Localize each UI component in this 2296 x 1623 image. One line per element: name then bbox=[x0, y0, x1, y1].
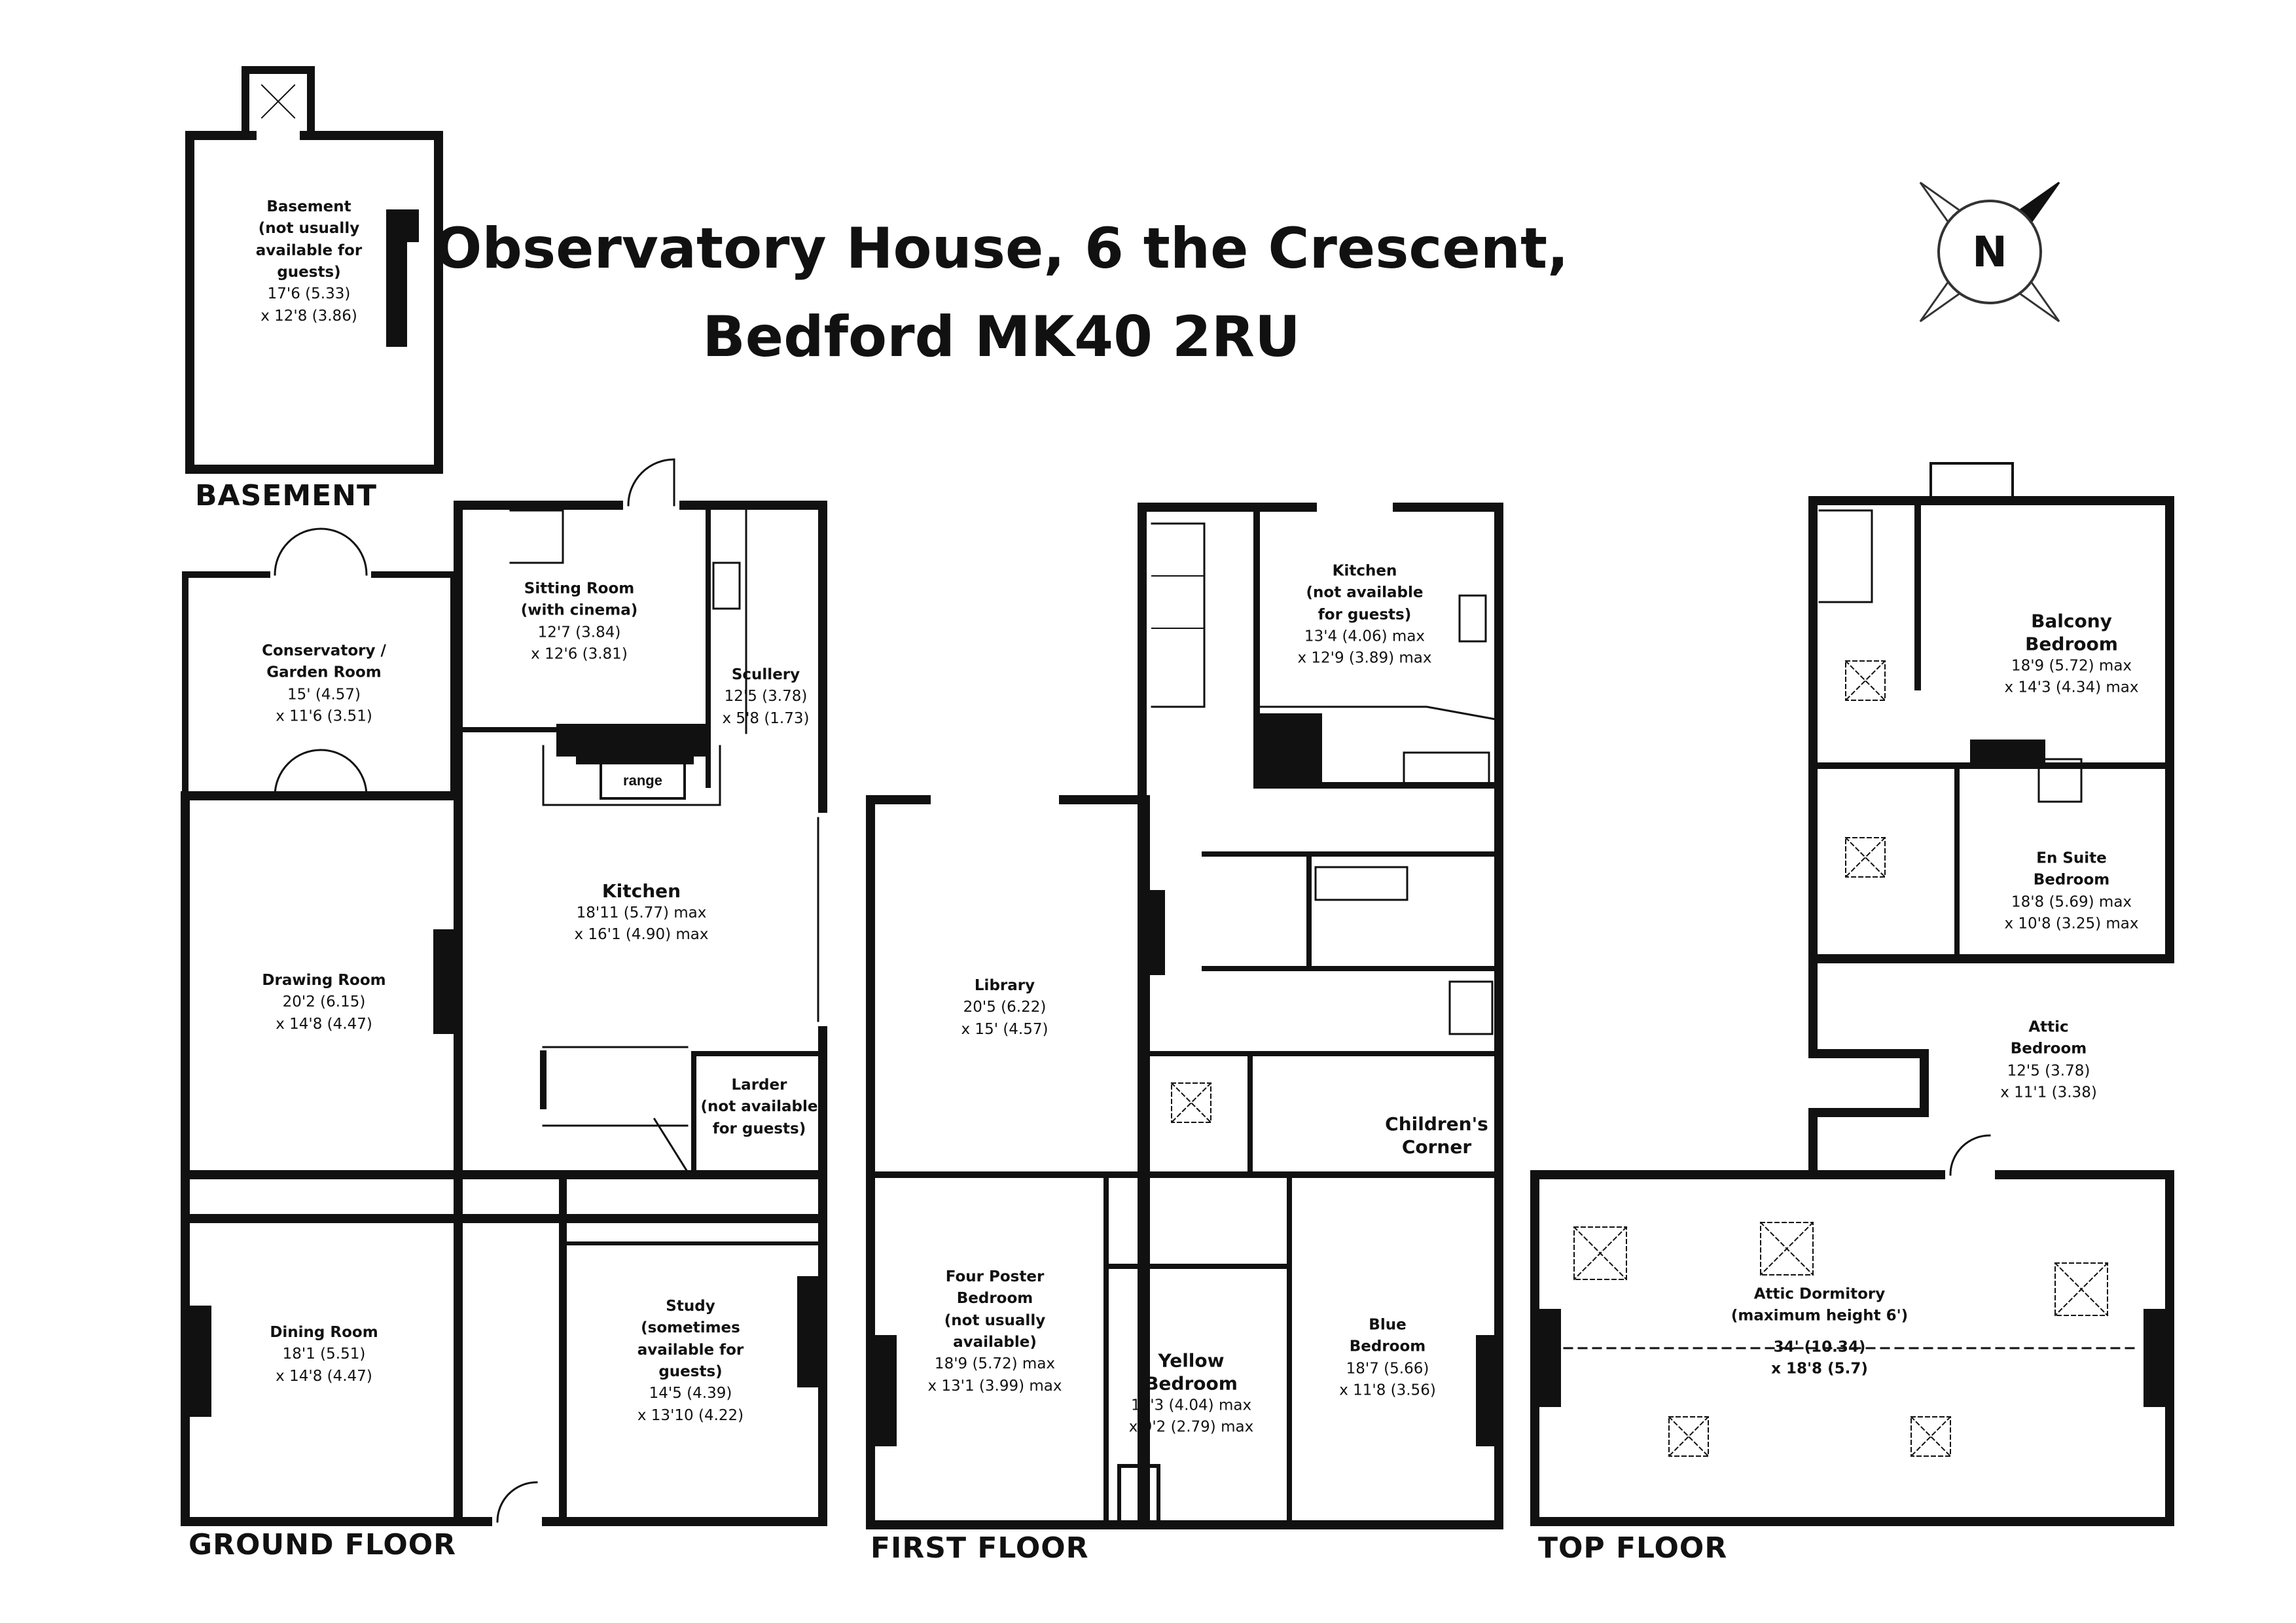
room-yellow-bedroom: Yellow Bedroom 13'3 (4.04) max x 9'2 (2.… bbox=[1129, 1349, 1253, 1439]
room-library: Library 20'5 (6.22) x 15' (4.57) bbox=[961, 975, 1049, 1041]
room-name: Scullery bbox=[731, 666, 800, 683]
room-dimensions: 12'5 (3.78) x 11'1 (3.38) bbox=[2000, 1062, 2097, 1101]
basement-plan bbox=[185, 66, 443, 474]
room-name: Blue Bedroom bbox=[1349, 1316, 1426, 1355]
first-floor-plan bbox=[866, 502, 1503, 1529]
room-dimensions: 20'2 (6.15) x 14'8 (4.47) bbox=[276, 993, 372, 1033]
room-dimensions: 18'11 (5.77) max x 16'1 (4.90) max bbox=[574, 904, 709, 944]
room-name: Kitchen bbox=[601, 880, 681, 902]
room-name: Library bbox=[974, 976, 1035, 994]
room-name: Children's Corner bbox=[1385, 1113, 1488, 1158]
room-en-suite-bedroom: En Suite Bedroom 18'8 (5.69) max x 10'8 … bbox=[2004, 847, 2138, 935]
room-sitting-room: Sitting Room (with cinema) 12'7 (3.84) x… bbox=[521, 578, 638, 665]
room-study: Study (sometimes available for guests) 1… bbox=[637, 1296, 744, 1427]
page-title-line1: Observatory House, 6 the Crescent, bbox=[434, 216, 1569, 281]
room-balcony-bedroom: Balcony Bedroom 18'9 (5.72) max x 14'3 (… bbox=[2004, 610, 2138, 700]
room-dimensions: 13'4 (4.06) max x 12'9 (3.89) max bbox=[1297, 628, 1432, 668]
north-compass-icon: N bbox=[1919, 181, 2060, 323]
room-dimensions: 14'5 (4.39) x 13'10 (4.22) bbox=[637, 1385, 744, 1424]
room-larder: Larder (not available for guests) bbox=[701, 1075, 818, 1140]
room-childrens-corner: Children's Corner bbox=[1385, 1113, 1488, 1158]
room-dimensions: 18'7 (5.66) x 11'8 (3.56) bbox=[1339, 1360, 1436, 1399]
room-dimensions: 34' (10.34) x 18'8 (5.7) bbox=[1771, 1338, 1868, 1378]
room-basement: Basement (not usually available for gues… bbox=[256, 196, 362, 327]
room-name: Four Poster Bedroom (not usually availab… bbox=[944, 1268, 1046, 1351]
room-dining-room: Dining Room 18'1 (5.51) x 14'8 (4.47) bbox=[270, 1322, 378, 1387]
room-name: En Suite Bedroom bbox=[2033, 849, 2110, 889]
floor-label-ground: GROUND FLOOR bbox=[188, 1528, 457, 1561]
room-dimensions: 17'6 (5.33) x 12'8 (3.86) bbox=[260, 285, 357, 325]
room-name: Drawing Room bbox=[262, 971, 386, 989]
room-dimensions: 20'5 (6.22) x 15' (4.57) bbox=[961, 999, 1049, 1038]
room-conservatory: Conservatory / Garden Room 15' (4.57) x … bbox=[262, 640, 386, 727]
room-name: Larder (not available for guests) bbox=[700, 1076, 818, 1137]
room-dimensions: 15' (4.57) x 11'6 (3.51) bbox=[276, 686, 372, 725]
room-attic-bedroom: Attic Bedroom 12'5 (3.78) x 11'1 (3.38) bbox=[2000, 1016, 2097, 1103]
room-dimensions: 12'5 (3.78) x 5'8 (1.73) bbox=[722, 688, 810, 727]
room-attic-dormitory: Attic Dormitory (maximum height 6') 34' … bbox=[1731, 1283, 1908, 1380]
top-floor-plan bbox=[1170, 462, 2174, 1526]
room-dimensions: 18'9 (5.72) max x 14'3 (4.34) max bbox=[2004, 657, 2139, 696]
room-dimensions: 13'3 (4.04) max x 9'2 (2.79) max bbox=[1128, 1397, 1254, 1436]
room-name: Attic Dormitory (maximum height 6') bbox=[1731, 1285, 1909, 1325]
room-kitchen-ground: Kitchen 18'11 (5.77) max x 16'1 (4.90) m… bbox=[574, 880, 708, 946]
room-name: Basement (not usually available for gues… bbox=[255, 198, 363, 281]
room-name: Attic Bedroom bbox=[2010, 1018, 2087, 1058]
room-name: Study (sometimes available for guests) bbox=[637, 1297, 744, 1380]
room-dimensions: 18'1 (5.51) x 14'8 (4.47) bbox=[276, 1346, 372, 1385]
room-four-poster-bedroom: Four Poster Bedroom (not usually availab… bbox=[927, 1266, 1062, 1397]
room-dimensions: 12'7 (3.84) x 12'6 (3.81) bbox=[531, 624, 628, 663]
room-scullery: Scullery 12'5 (3.78) x 5'8 (1.73) bbox=[723, 664, 810, 730]
room-drawing-room: Drawing Room 20'2 (6.15) x 14'8 (4.47) bbox=[262, 970, 386, 1035]
room-blue-bedroom: Blue Bedroom 18'7 (5.66) x 11'8 (3.56) bbox=[1339, 1314, 1436, 1401]
room-kitchen-first: Kitchen (not available for guests) 13'4 … bbox=[1297, 561, 1431, 670]
compass-north-letter: N bbox=[1972, 228, 2007, 277]
floor-label-first: FIRST FLOOR bbox=[870, 1531, 1089, 1565]
room-name: Sitting Room (with cinema) bbox=[520, 580, 638, 619]
room-dimensions: 18'8 (5.69) max x 10'8 (3.25) max bbox=[2004, 893, 2139, 933]
floor-label-top: TOP FLOOR bbox=[1538, 1531, 1728, 1565]
room-name: Kitchen (not available for guests) bbox=[1306, 562, 1424, 624]
room-name: Yellow Bedroom bbox=[1145, 1349, 1238, 1395]
page-title-line2: Bedford MK40 2RU bbox=[702, 304, 1300, 370]
range-label: range bbox=[600, 762, 686, 800]
room-dimensions: 18'9 (5.72) max x 13'1 (3.99) max bbox=[927, 1355, 1062, 1395]
floor-label-basement: BASEMENT bbox=[195, 479, 378, 512]
room-name: Dining Room bbox=[270, 1323, 378, 1341]
ground-floor-plan bbox=[181, 458, 828, 1527]
room-name: Conservatory / Garden Room bbox=[262, 642, 386, 681]
room-name: Balcony Bedroom bbox=[2025, 610, 2118, 655]
